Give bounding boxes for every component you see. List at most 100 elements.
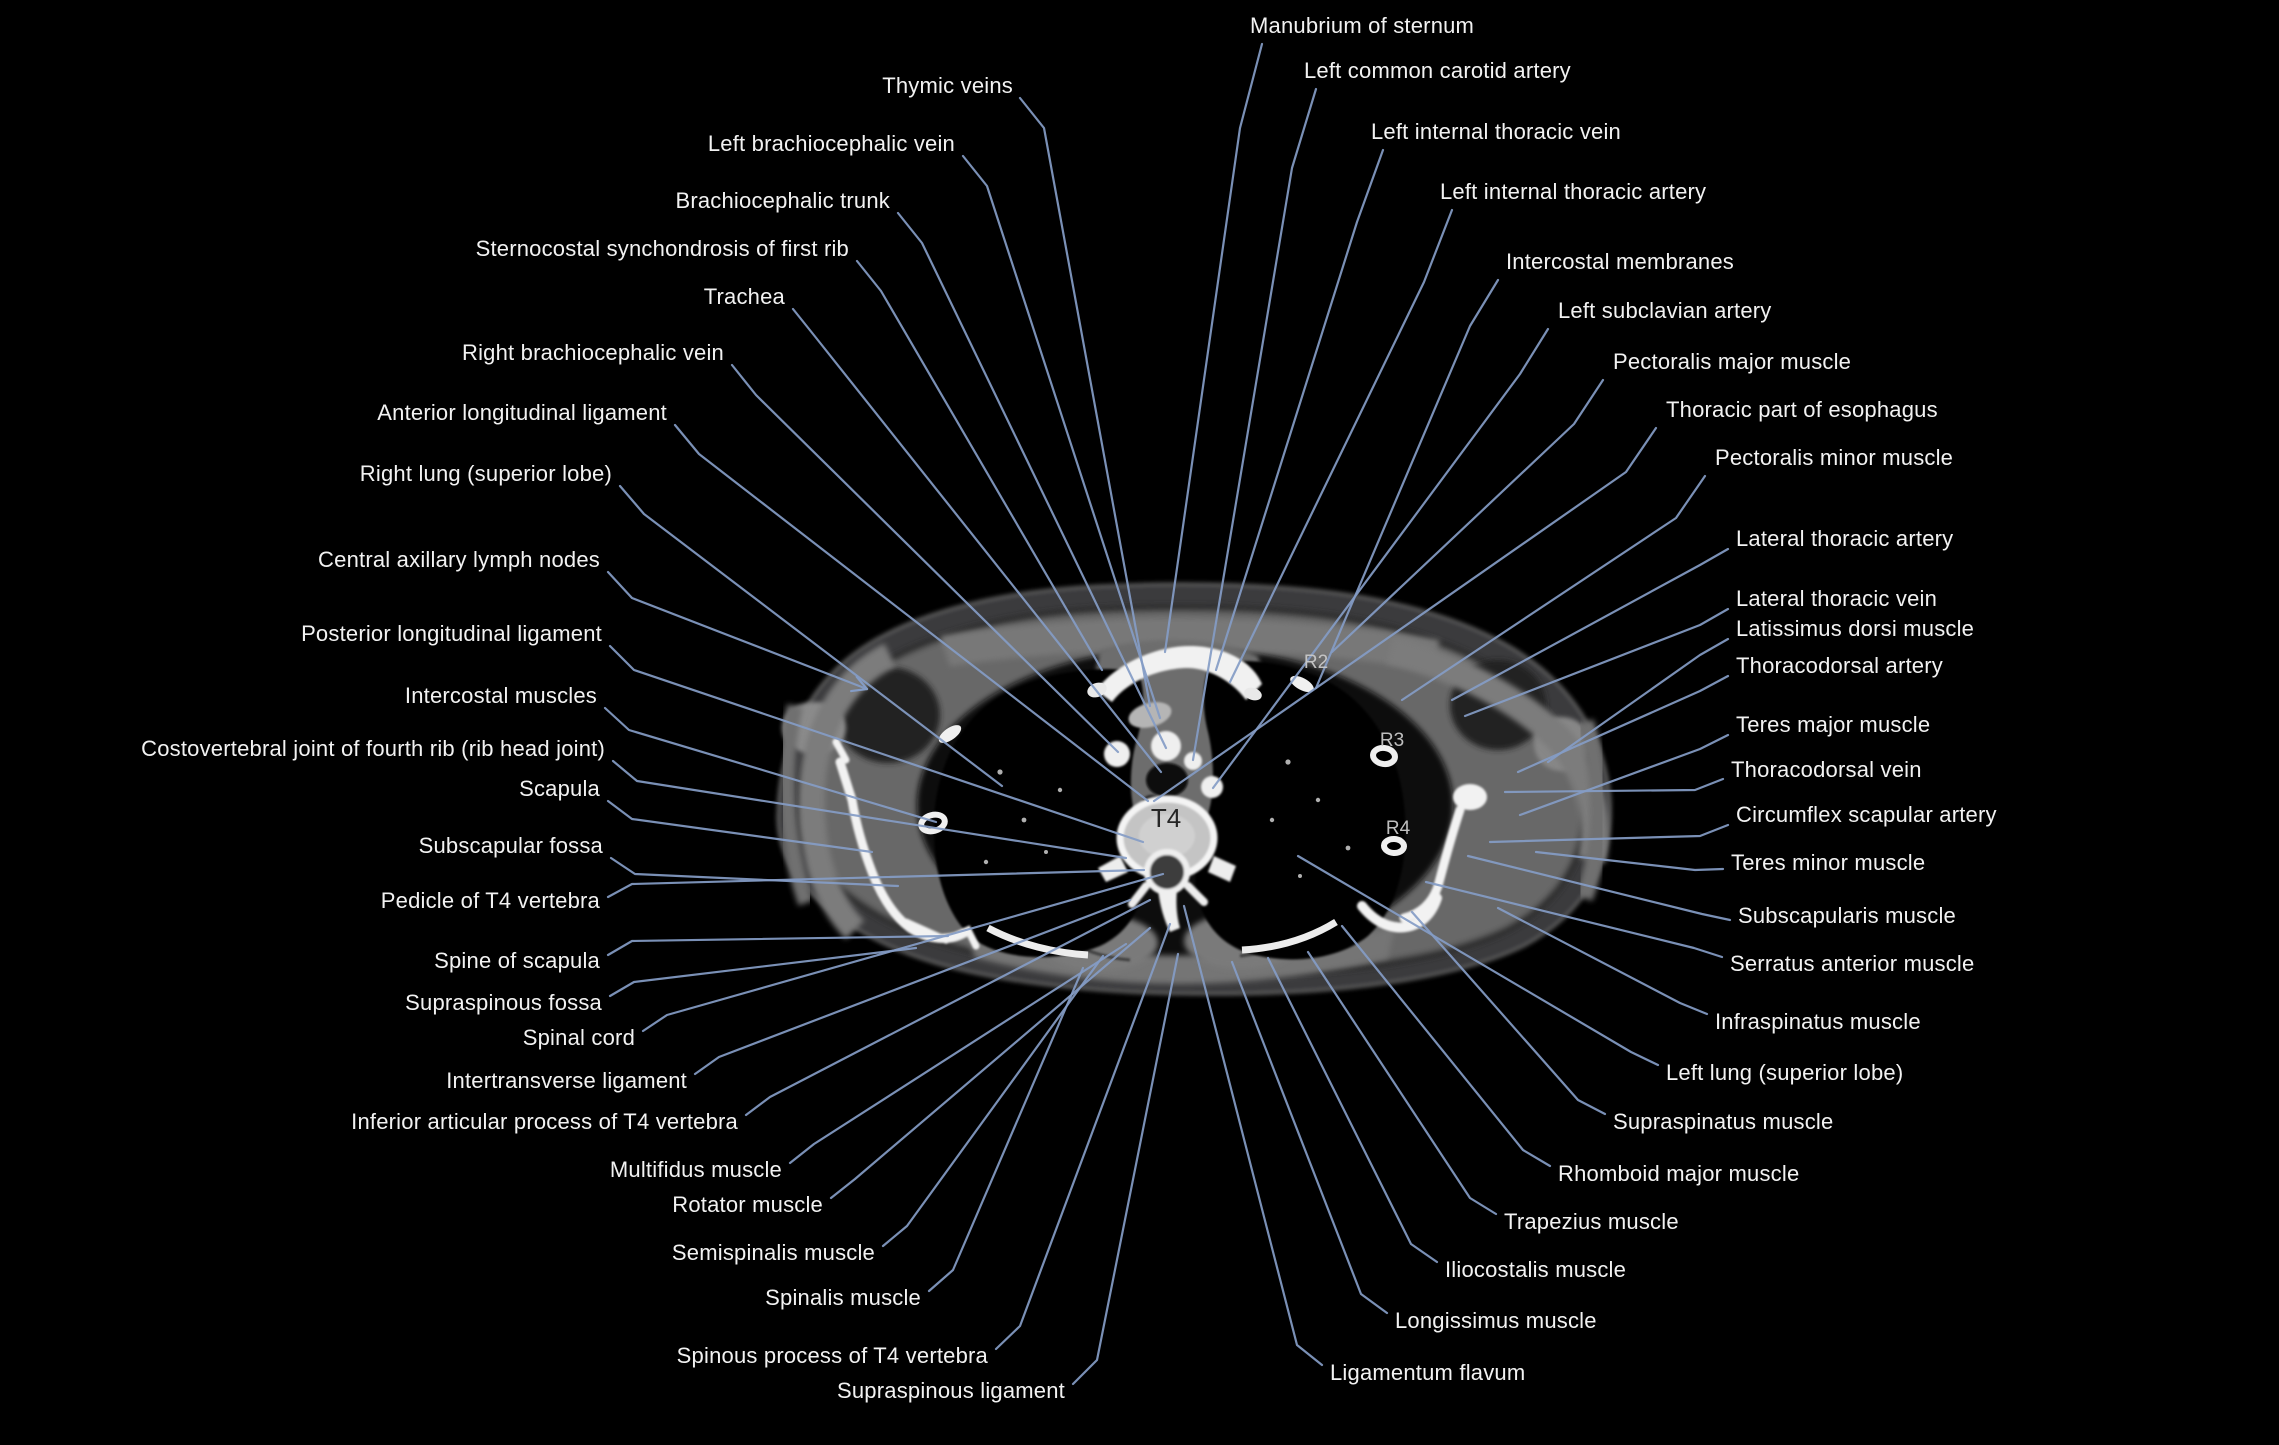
manubrium-bone (1096, 646, 1262, 702)
arrowhead-barb-0-central-axillary-lymph-nodes (855, 675, 869, 691)
anatomy-label-sternocostal-synchondrosis-first-rib[interactable]: Sternocostal synchondrosis of first rib (475, 235, 849, 261)
leader-line-posterior-longitudinal-ligament (608, 644, 1145, 844)
anatomy-label-intercostal-muscles[interactable]: Intercostal muscles (404, 682, 597, 708)
anatomy-label-subscapularis-muscle[interactable]: Subscapularis muscle (1738, 902, 1956, 928)
anatomy-label-supraspinous-fossa[interactable]: Supraspinous fossa (405, 989, 602, 1015)
anatomy-label-trapezius-muscle[interactable]: Trapezius muscle (1504, 1208, 1679, 1234)
latissimus-strip-left (1575, 719, 1609, 902)
leader-line-spinal-cord (641, 872, 1165, 1033)
anatomy-label-posterior-longitudinal-ligament[interactable]: Posterior longitudinal ligament (301, 620, 602, 646)
anatomy-label-left-brachiocephalic-vein[interactable]: Left brachiocephalic vein (707, 130, 955, 156)
leader-line-left-brachiocephalic-vein (961, 154, 1162, 720)
anatomy-label-circumflex-scapular-artery[interactable]: Circumflex scapular artery (1736, 801, 1997, 827)
anatomy-label-left-internal-thoracic-artery[interactable]: Left internal thoracic artery (1440, 178, 1707, 204)
ct-marker-r2[interactable]: R2 (1304, 652, 1328, 673)
anatomy-label-intercostal-membranes[interactable]: Intercostal membranes (1506, 248, 1734, 274)
leader-line-left-internal-thoracic-vein (1214, 148, 1385, 672)
anatomy-label-anterior-longitudinal-ligament[interactable]: Anterior longitudinal ligament (377, 399, 667, 425)
right-lung-field (933, 669, 1146, 958)
leader-line-latissimus-dorsi-muscle (1546, 637, 1730, 764)
anatomy-label-pedicle-of-t4-vertebra[interactable]: Pedicle of T4 vertebra (380, 887, 600, 913)
leader-line-ligamentum-flavum (1182, 904, 1324, 1367)
leader-line-manubrium-of-sternum (1163, 42, 1264, 654)
anatomy-label-iliocostalis-muscle[interactable]: Iliocostalis muscle (1445, 1256, 1627, 1282)
leader-line-brachiocephalic-trunk (896, 211, 1168, 750)
leader-line-anterior-longitudinal-ligament (673, 423, 1150, 803)
ct-marker-r3[interactable]: R3 (1380, 730, 1404, 751)
anatomy-label-infraspinatus-muscle[interactable]: Infraspinatus muscle (1715, 1008, 1921, 1034)
anatomy-label-pectoralis-major-muscle[interactable]: Pectoralis major muscle (1613, 348, 1852, 374)
ct-axial-slice-art (776, 582, 1612, 996)
anatomy-label-brachiocephalic-trunk[interactable]: Brachiocephalic trunk (675, 187, 890, 213)
anatomy-label-right-lung-superior-lobe[interactable]: Right lung (superior lobe) (359, 460, 612, 486)
rib-sections (918, 675, 1407, 959)
leader-line-subscapular-fossa (609, 856, 900, 888)
ct-marker-t4[interactable]: T4 (1151, 803, 1181, 833)
leader-line-intercostal-muscles (603, 706, 938, 824)
transverse-process-left (1208, 856, 1236, 882)
anatomy-label-multifidus-muscle[interactable]: Multifidus muscle (609, 1156, 782, 1182)
leader-line-teres-minor-muscle (1534, 850, 1725, 872)
leader-line-rhomboid-major-muscle (1340, 924, 1552, 1168)
anatomy-label-costovertebral-joint-fourth-rib[interactable]: Costovertebral joint of fourth rib (rib … (141, 735, 605, 761)
anatomy-label-trachea[interactable]: Trachea (703, 283, 785, 309)
anatomy-label-teres-minor-muscle[interactable]: Teres minor muscle (1731, 849, 1926, 875)
anatomy-label-spine-of-scapula[interactable]: Spine of scapula (434, 947, 600, 973)
anatomy-label-right-brachiocephalic-vein[interactable]: Right brachiocephalic vein (461, 339, 724, 365)
anatomy-label-teres-major-muscle[interactable]: Teres major muscle (1736, 711, 1931, 737)
anatomy-label-subscapular-fossa[interactable]: Subscapular fossa (418, 832, 603, 858)
leader-line-supraspinous-ligament (1071, 952, 1180, 1386)
anatomy-label-intertransverse-ligament[interactable]: Intertransverse ligament (446, 1067, 687, 1093)
anatomy-label-semispinalis-muscle[interactable]: Semispinalis muscle (671, 1239, 875, 1265)
trachea-lumen (1146, 763, 1188, 797)
anatomy-label-rhomboid-major-muscle[interactable]: Rhomboid major muscle (1558, 1160, 1800, 1186)
anatomy-label-spinalis-muscle[interactable]: Spinalis muscle (765, 1284, 921, 1310)
leader-line-scapula (606, 799, 874, 854)
anatomy-label-pectoralis-minor-muscle[interactable]: Pectoralis minor muscle (1715, 444, 1954, 470)
sternocostal-joint-left (1244, 687, 1262, 701)
anatomy-label-left-internal-thoracic-vein[interactable]: Left internal thoracic vein (1371, 118, 1621, 144)
vertebral-body-marrow (1139, 814, 1195, 858)
leader-line-intertransverse-ligament (693, 898, 1132, 1076)
anatomy-label-serratus-anterior-muscle[interactable]: Serratus anterior muscle (1730, 950, 1975, 976)
leader-line-left-internal-thoracic-artery (1228, 208, 1454, 684)
leader-line-thoracodorsal-vein (1503, 777, 1725, 794)
anatomy-label-left-common-carotid-artery[interactable]: Left common carotid artery (1304, 57, 1571, 83)
leader-line-inferior-articular-process-t4 (744, 898, 1152, 1117)
anatomy-label-latissimus-dorsi-muscle[interactable]: Latissimus dorsi muscle (1736, 615, 1975, 641)
anatomy-label-thymic-veins[interactable]: Thymic veins (882, 72, 1013, 98)
posterior-muscle-band (965, 926, 1395, 984)
t4-vertebra (1098, 795, 1236, 932)
anatomy-label-inferior-articular-process-t4[interactable]: Inferior articular process of T4 vertebr… (351, 1108, 738, 1134)
arrowhead-barb-1-central-axillary-lymph-nodes (850, 687, 869, 693)
anatomy-label-supraspinous-ligament[interactable]: Supraspinous ligament (836, 1377, 1065, 1403)
ct-marker-r4[interactable]: R4 (1386, 818, 1411, 839)
anatomy-label-left-subclavian-artery[interactable]: Left subclavian artery (1558, 297, 1772, 323)
leader-line-spinous-process-t4 (994, 922, 1172, 1351)
leader-line-central-axillary-lymph-nodes (606, 570, 869, 691)
anatomy-label-thoracodorsal-vein[interactable]: Thoracodorsal vein (1731, 756, 1922, 782)
anatomy-label-ligamentum-flavum[interactable]: Ligamentum flavum (1330, 1359, 1526, 1385)
anatomy-label-thoracodorsal-artery[interactable]: Thoracodorsal artery (1736, 652, 1943, 678)
anatomy-label-thoracic-part-of-esophagus[interactable]: Thoracic part of esophagus (1666, 396, 1938, 422)
anatomy-label-lateral-thoracic-vein[interactable]: Lateral thoracic vein (1736, 585, 1938, 611)
leader-line-left-common-carotid-artery (1191, 87, 1318, 762)
anatomy-label-spinal-cord[interactable]: Spinal cord (522, 1024, 635, 1050)
anatomy-label-central-axillary-lymph-nodes[interactable]: Central axillary lymph nodes (318, 546, 600, 572)
anatomy-label-supraspinatus-muscle[interactable]: Supraspinatus muscle (1613, 1108, 1834, 1134)
anatomy-label-rotator-muscle[interactable]: Rotator muscle (672, 1191, 823, 1217)
leader-lines (603, 42, 1732, 1386)
leader-line-semispinalis-muscle (881, 954, 1105, 1248)
anatomy-label-spinous-process-t4[interactable]: Spinous process of T4 vertebra (676, 1342, 988, 1368)
leader-line-trachea (791, 307, 1163, 774)
anatomy-label-scapula[interactable]: Scapula (519, 775, 600, 801)
anatomy-label-left-lung-superior-lobe[interactable]: Left lung (superior lobe) (1666, 1059, 1904, 1085)
anatomy-label-lateral-thoracic-artery[interactable]: Lateral thoracic artery (1736, 525, 1954, 551)
leader-line-multifidus-muscle (788, 942, 1128, 1165)
anatomy-label-manubrium-of-sternum[interactable]: Manubrium of sternum (1250, 12, 1475, 38)
lung-vessel-specks (983, 759, 1351, 878)
leader-line-teres-major-muscle (1518, 733, 1730, 817)
anatomy-label-longissimus-muscle[interactable]: Longissimus muscle (1395, 1307, 1597, 1333)
